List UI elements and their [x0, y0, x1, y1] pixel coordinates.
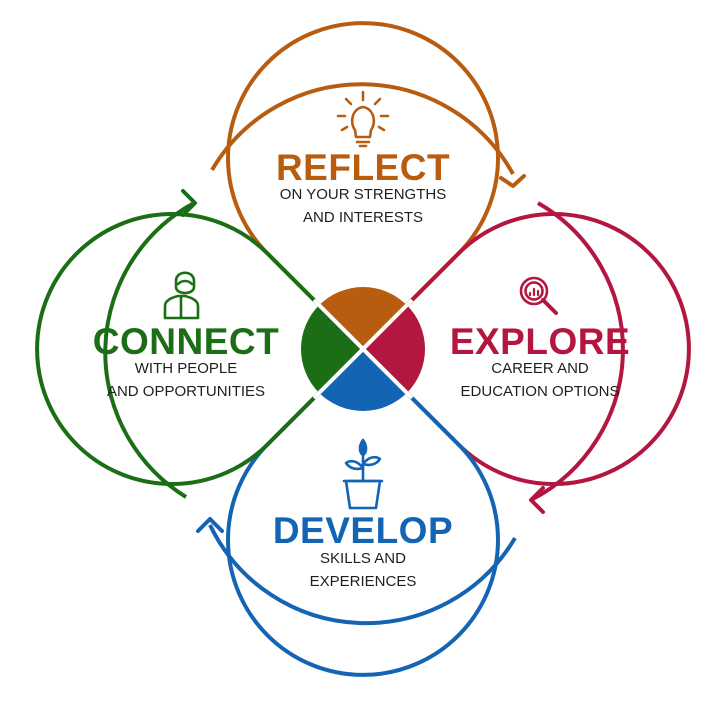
- develop-arrowhead: [196, 517, 224, 533]
- develop-petal: DEVELOP SKILLS AND EXPERIENCES: [196, 347, 517, 677]
- reflect-subtitle-line1: ON YOUR STRENGTHS: [280, 186, 446, 203]
- explore-petal: EXPLORE CAREER AND EDUCATION OPTIONS: [361, 201, 691, 514]
- connect-subtitle-line2: AND OPPORTUNITIES: [107, 383, 265, 400]
- center-disc: [301, 287, 425, 411]
- develop-petal-outline: [226, 347, 500, 677]
- develop-subtitle-line2: EXPERIENCES: [310, 573, 417, 590]
- person-icon: [163, 271, 200, 320]
- connect-arrowhead: [181, 189, 197, 217]
- reflect-title: REFLECT: [276, 147, 450, 188]
- center-divider-2: [312, 298, 414, 400]
- explore-subtitle-line2: EDUCATION OPTIONS: [461, 383, 620, 400]
- connect-subtitle-line1: WITH PEOPLE: [135, 360, 238, 377]
- develop-subtitle-line1: SKILLS AND: [320, 550, 406, 567]
- connect-cycle-arrow: [103, 201, 195, 499]
- explore-subtitle-line1: CAREER AND: [491, 360, 589, 377]
- reflect-subtitle-line2: AND INTERESTS: [303, 209, 423, 226]
- develop-title: DEVELOP: [273, 510, 453, 551]
- develop-cycle-arrow: [208, 524, 517, 626]
- potted-plant-icon: [342, 438, 384, 510]
- lightbulb-icon: [336, 90, 390, 148]
- explore-petal-outline: [361, 212, 691, 486]
- explore-title: EXPLORE: [450, 321, 630, 362]
- connect-petal: CONNECT WITH PEOPLE AND OPPORTUNITIES: [35, 189, 365, 499]
- explore-cycle-arrow: [530, 201, 625, 502]
- reflect-petal-outline: [226, 21, 500, 351]
- magnifier-chart-icon: [519, 276, 558, 315]
- reflect-cycle-arrow: [210, 82, 515, 175]
- explore-arrowhead: [529, 486, 545, 514]
- connect-title: CONNECT: [93, 321, 279, 362]
- reflect-arrowhead: [499, 174, 526, 188]
- reflect-petal: REFLECT ON YOUR STRENGTHS AND INTERESTS: [210, 21, 526, 351]
